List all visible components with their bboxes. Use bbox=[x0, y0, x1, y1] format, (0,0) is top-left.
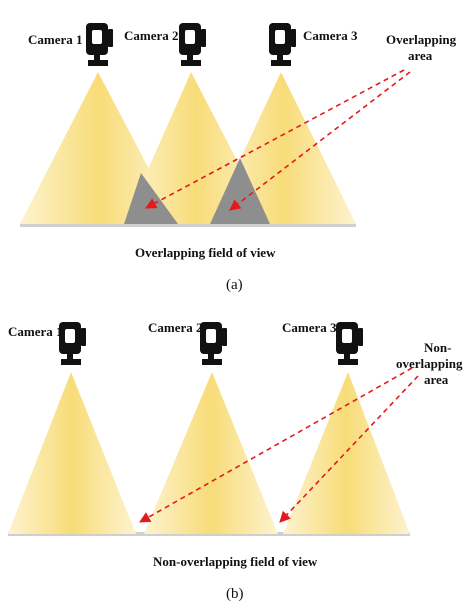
camera-3-icon bbox=[269, 23, 296, 66]
non-overlap-arrow-2 bbox=[279, 375, 419, 523]
overlap-arrow-1 bbox=[145, 69, 405, 209]
camera-1-label: Camera 1 bbox=[8, 324, 63, 339]
camera-1-label: Camera 1 bbox=[28, 32, 83, 47]
camera-1-icon bbox=[86, 23, 113, 66]
panel-label-a: (a) bbox=[226, 277, 243, 293]
overlap-annotation-line-2: area bbox=[408, 48, 433, 63]
fov-cone-camera-2-b bbox=[144, 372, 278, 534]
camera-3-label: Camera 3 bbox=[303, 28, 358, 43]
fov-cone-camera-3-b bbox=[283, 372, 410, 534]
camera-2-icon bbox=[200, 322, 227, 365]
panel-label-b: (b) bbox=[226, 586, 244, 602]
panel-b: Camera 1 Camera 2 Camera 3 Non- overlapp… bbox=[8, 320, 463, 602]
non-overlap-annotation-line-2: overlapping bbox=[396, 356, 463, 371]
non-overlap-annotation-line-3: area bbox=[424, 372, 449, 387]
camera-2-icon bbox=[179, 23, 206, 66]
non-overlap-annotation-line-1: Non- bbox=[424, 340, 451, 355]
camera-3-icon bbox=[336, 322, 363, 365]
non-overlap-arrow-1 bbox=[139, 367, 413, 523]
overlap-region-2 bbox=[210, 158, 270, 224]
subtitle-a: Overlapping field of view bbox=[135, 245, 276, 260]
overlap-arrow-2 bbox=[229, 71, 411, 211]
panel-a: Camera 1 Camera 2 Camera 3 Overlapping a… bbox=[20, 23, 457, 293]
ground-line-a bbox=[20, 223, 356, 227]
fov-cone-camera-1-b bbox=[8, 372, 136, 534]
camera-2-label: Camera 2 bbox=[148, 320, 203, 335]
camera-1-icon bbox=[59, 322, 86, 365]
subtitle-b: Non-overlapping field of view bbox=[153, 554, 318, 569]
camera-3-label: Camera 3 bbox=[282, 320, 337, 335]
camera-2-label: Camera 2 bbox=[124, 28, 179, 43]
overlap-annotation-line-1: Overlapping bbox=[386, 32, 457, 47]
